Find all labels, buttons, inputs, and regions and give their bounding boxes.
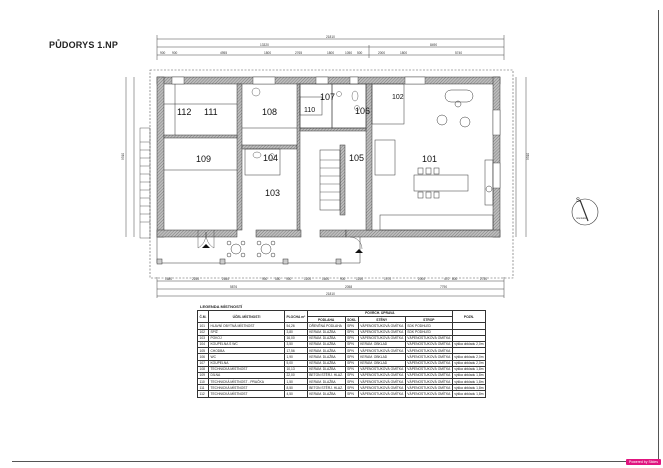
svg-text:8490: 8490 (430, 43, 437, 47)
living-room-furniture (374, 89, 494, 206)
svg-text:103: 103 (265, 188, 280, 198)
bottom-dimensions (156, 277, 505, 298)
svg-text:orientation: orientation (576, 217, 588, 220)
svg-text:800: 800 (452, 277, 458, 281)
svg-text:900: 900 (172, 51, 178, 55)
svg-text:107: 107 (320, 92, 335, 102)
col-ucel: ÚČEL MÍSTNOSTI (207, 309, 285, 324)
north-arrow-icon: S orientation (571, 198, 599, 226)
interior-stairs (320, 159, 340, 201)
svg-text:5876: 5876 (230, 285, 237, 289)
svg-text:110: 110 (304, 107, 315, 114)
svg-text:2058: 2058 (345, 285, 352, 289)
svg-text:106: 106 (355, 106, 370, 116)
svg-text:2750: 2750 (480, 277, 487, 281)
svg-text:1800: 1800 (264, 51, 271, 55)
svg-text:900: 900 (160, 51, 166, 55)
svg-text:2250: 2250 (192, 277, 199, 281)
walls (156, 76, 501, 238)
svg-text:1800: 1800 (400, 51, 407, 55)
top-dimensions (156, 35, 505, 60)
col-cislo: Č.M. (197, 309, 209, 324)
svg-text:S: S (576, 198, 580, 204)
svg-text:1600: 1600 (322, 277, 329, 281)
svg-text:102: 102 (392, 94, 404, 101)
page-title: PŮDORYS 1.NP (49, 40, 119, 50)
exterior-stairs (139, 127, 151, 239)
svg-text:900: 900 (340, 277, 346, 281)
patio-furniture (226, 240, 276, 258)
svg-text:1680: 1680 (165, 277, 172, 281)
svg-text:9310: 9310 (121, 153, 125, 160)
svg-text:7790: 7790 (440, 285, 447, 289)
room-legend-table: Č.M. ÚČEL MÍSTNOSTI PLOCHA m² POVRCH. ÚP… (197, 309, 487, 398)
svg-text:550: 550 (275, 277, 281, 281)
svg-text:900: 900 (286, 277, 292, 281)
svg-text:1250: 1250 (356, 277, 363, 281)
legend-title: LEGENDA MÍSTNOSTÍ (200, 304, 243, 309)
svg-text:1800: 1800 (327, 51, 334, 55)
svg-text:1200: 1200 (304, 277, 311, 281)
svg-text:5740: 5740 (455, 51, 462, 55)
svg-text:2000: 2000 (418, 277, 425, 281)
svg-text:4955: 4955 (220, 51, 227, 55)
svg-text:2000: 2000 (378, 51, 385, 55)
svg-text:470: 470 (444, 277, 450, 281)
svg-text:112: 112 (177, 107, 191, 117)
drawing-sheet-border (12, 10, 659, 462)
svg-text:13320: 13320 (260, 43, 269, 47)
powered-by-badge[interactable]: Powered by Slides (626, 459, 661, 465)
col-plocha: PLOCHA m² (283, 309, 308, 324)
side-dimensions (125, 77, 527, 237)
svg-text:1970: 1970 (384, 277, 391, 281)
svg-text:2765: 2765 (295, 51, 302, 55)
terrace (156, 237, 361, 265)
svg-text:9310: 9310 (526, 153, 530, 160)
svg-text:105: 105 (349, 153, 364, 163)
svg-text:104: 104 (263, 153, 278, 163)
col-pozn: POZN. (451, 309, 487, 324)
svg-text:900: 900 (262, 277, 268, 281)
svg-text:111: 111 (204, 107, 218, 117)
svg-text:21810: 21810 (326, 35, 335, 39)
svg-text:500: 500 (357, 51, 363, 55)
svg-text:21810: 21810 (326, 292, 335, 296)
svg-text:108: 108 (262, 107, 277, 117)
svg-text:2640: 2640 (222, 277, 229, 281)
svg-text:101: 101 (422, 154, 437, 164)
svg-text:1050: 1050 (345, 51, 352, 55)
svg-text:109: 109 (196, 154, 211, 164)
